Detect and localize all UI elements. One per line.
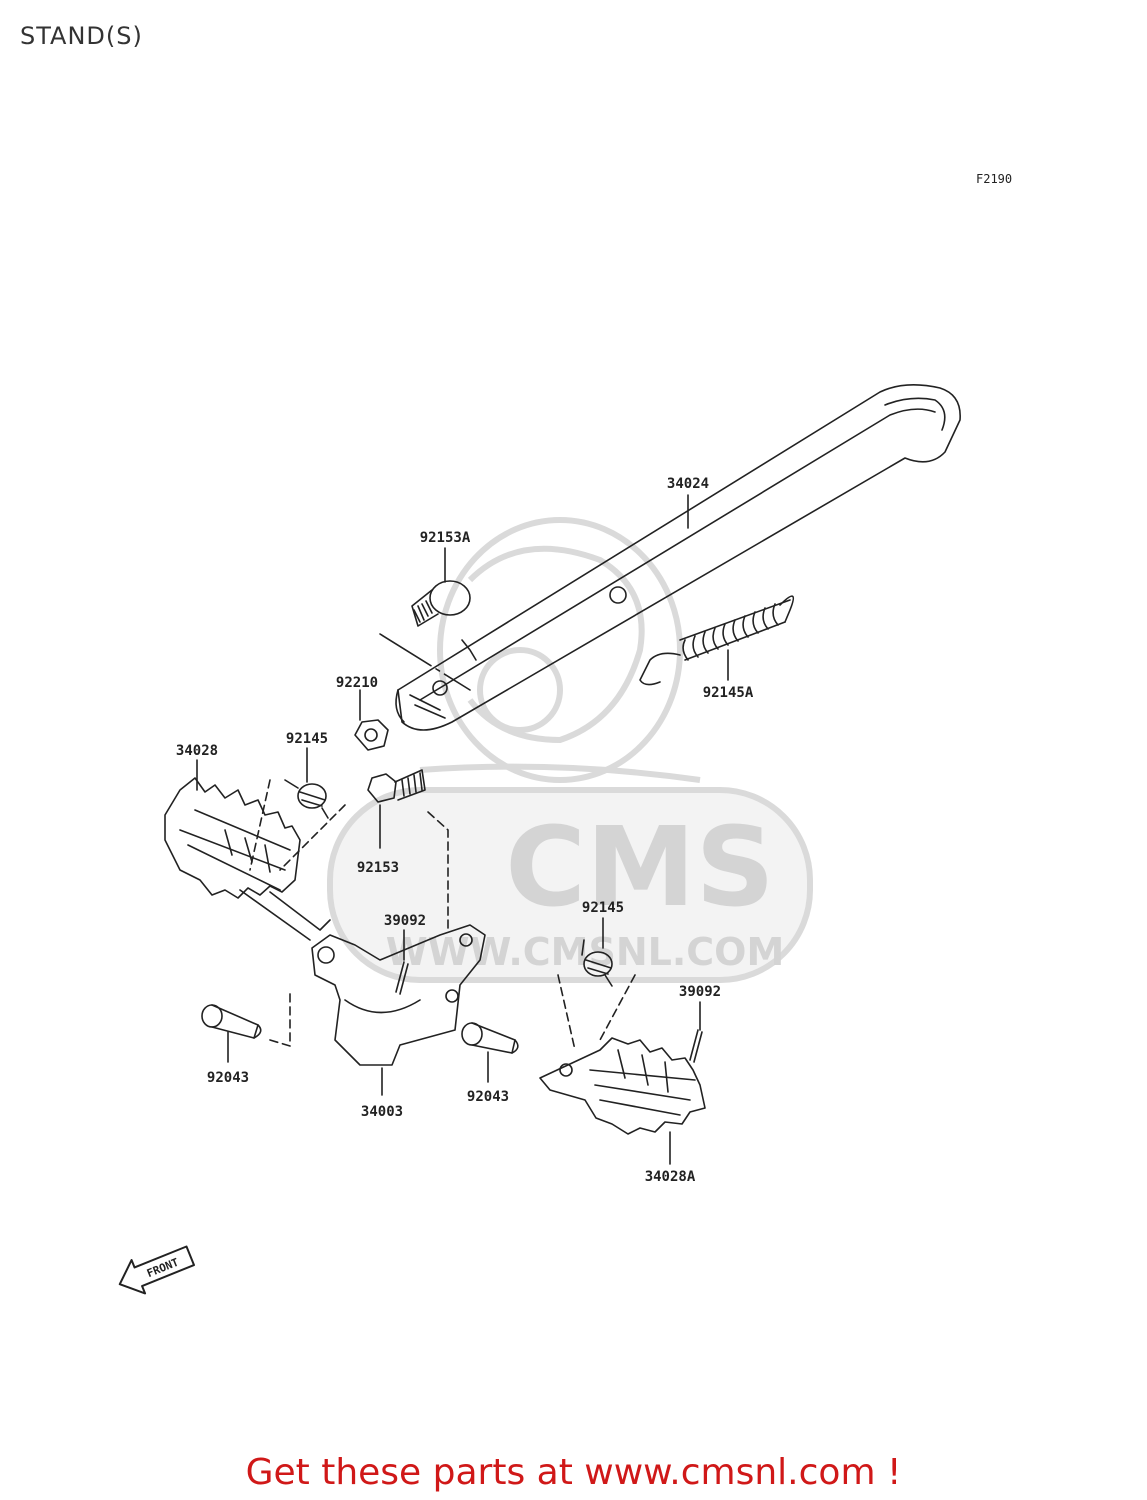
dash-92145-right-a bbox=[557, 974, 576, 1051]
spring-92145-right bbox=[581, 939, 613, 987]
pin-92043-left bbox=[201, 1004, 262, 1039]
bolt-92153 bbox=[367, 769, 426, 803]
part-label-92043-left[interactable]: 92043 bbox=[207, 1070, 249, 1086]
part-label-34028[interactable]: 34028 bbox=[176, 743, 218, 759]
side-stand-34024 bbox=[395, 384, 961, 731]
spring-92145A bbox=[639, 595, 795, 686]
part-label-92145-right[interactable]: 92145 bbox=[582, 900, 624, 916]
dash-92145-left-b bbox=[279, 804, 346, 871]
part-label-92210[interactable]: 92210 bbox=[336, 675, 378, 691]
bolt-92153A bbox=[411, 580, 471, 627]
watermark-brand: CMS bbox=[505, 803, 774, 931]
diagram-code: F2190 bbox=[976, 172, 1013, 186]
cmsnl-link[interactable]: Get these parts at www.cmsnl.com ! bbox=[245, 1452, 902, 1493]
footpeg-34028 bbox=[164, 777, 331, 941]
spring-92145-left bbox=[284, 779, 329, 819]
part-label-39092-left[interactable]: 39092 bbox=[384, 913, 426, 929]
page-title: STAND(S) bbox=[20, 22, 143, 50]
part-label-39092-right[interactable]: 39092 bbox=[679, 984, 721, 1000]
part-label-92145-left[interactable]: 92145 bbox=[286, 731, 328, 747]
nut-92210 bbox=[354, 719, 389, 751]
dash-92153 bbox=[427, 811, 449, 929]
cotter-pin-39092-right bbox=[689, 1029, 703, 1063]
part-label-92145A[interactable]: 92145A bbox=[703, 685, 754, 701]
pin-92043-right bbox=[461, 1022, 519, 1054]
footpeg-34028A bbox=[539, 1037, 706, 1135]
front-arrow-icon: FRONT bbox=[118, 1245, 195, 1295]
dash-92145-left-a bbox=[249, 779, 271, 871]
part-label-34003[interactable]: 34003 bbox=[361, 1104, 403, 1120]
cotter-pin-39092-left bbox=[395, 961, 409, 995]
dash-92043-left bbox=[269, 989, 291, 1047]
part-label-34024[interactable]: 34024 bbox=[667, 476, 709, 492]
bracket-34003 bbox=[311, 924, 486, 1066]
part-label-92043-right[interactable]: 92043 bbox=[467, 1089, 509, 1105]
part-label-92153A[interactable]: 92153A bbox=[420, 530, 471, 546]
dash-92153A bbox=[379, 633, 471, 691]
part-label-92153[interactable]: 92153 bbox=[357, 860, 399, 876]
dash-92145-right-b bbox=[599, 974, 636, 1041]
part-label-34028A[interactable]: 34028A bbox=[645, 1169, 696, 1185]
